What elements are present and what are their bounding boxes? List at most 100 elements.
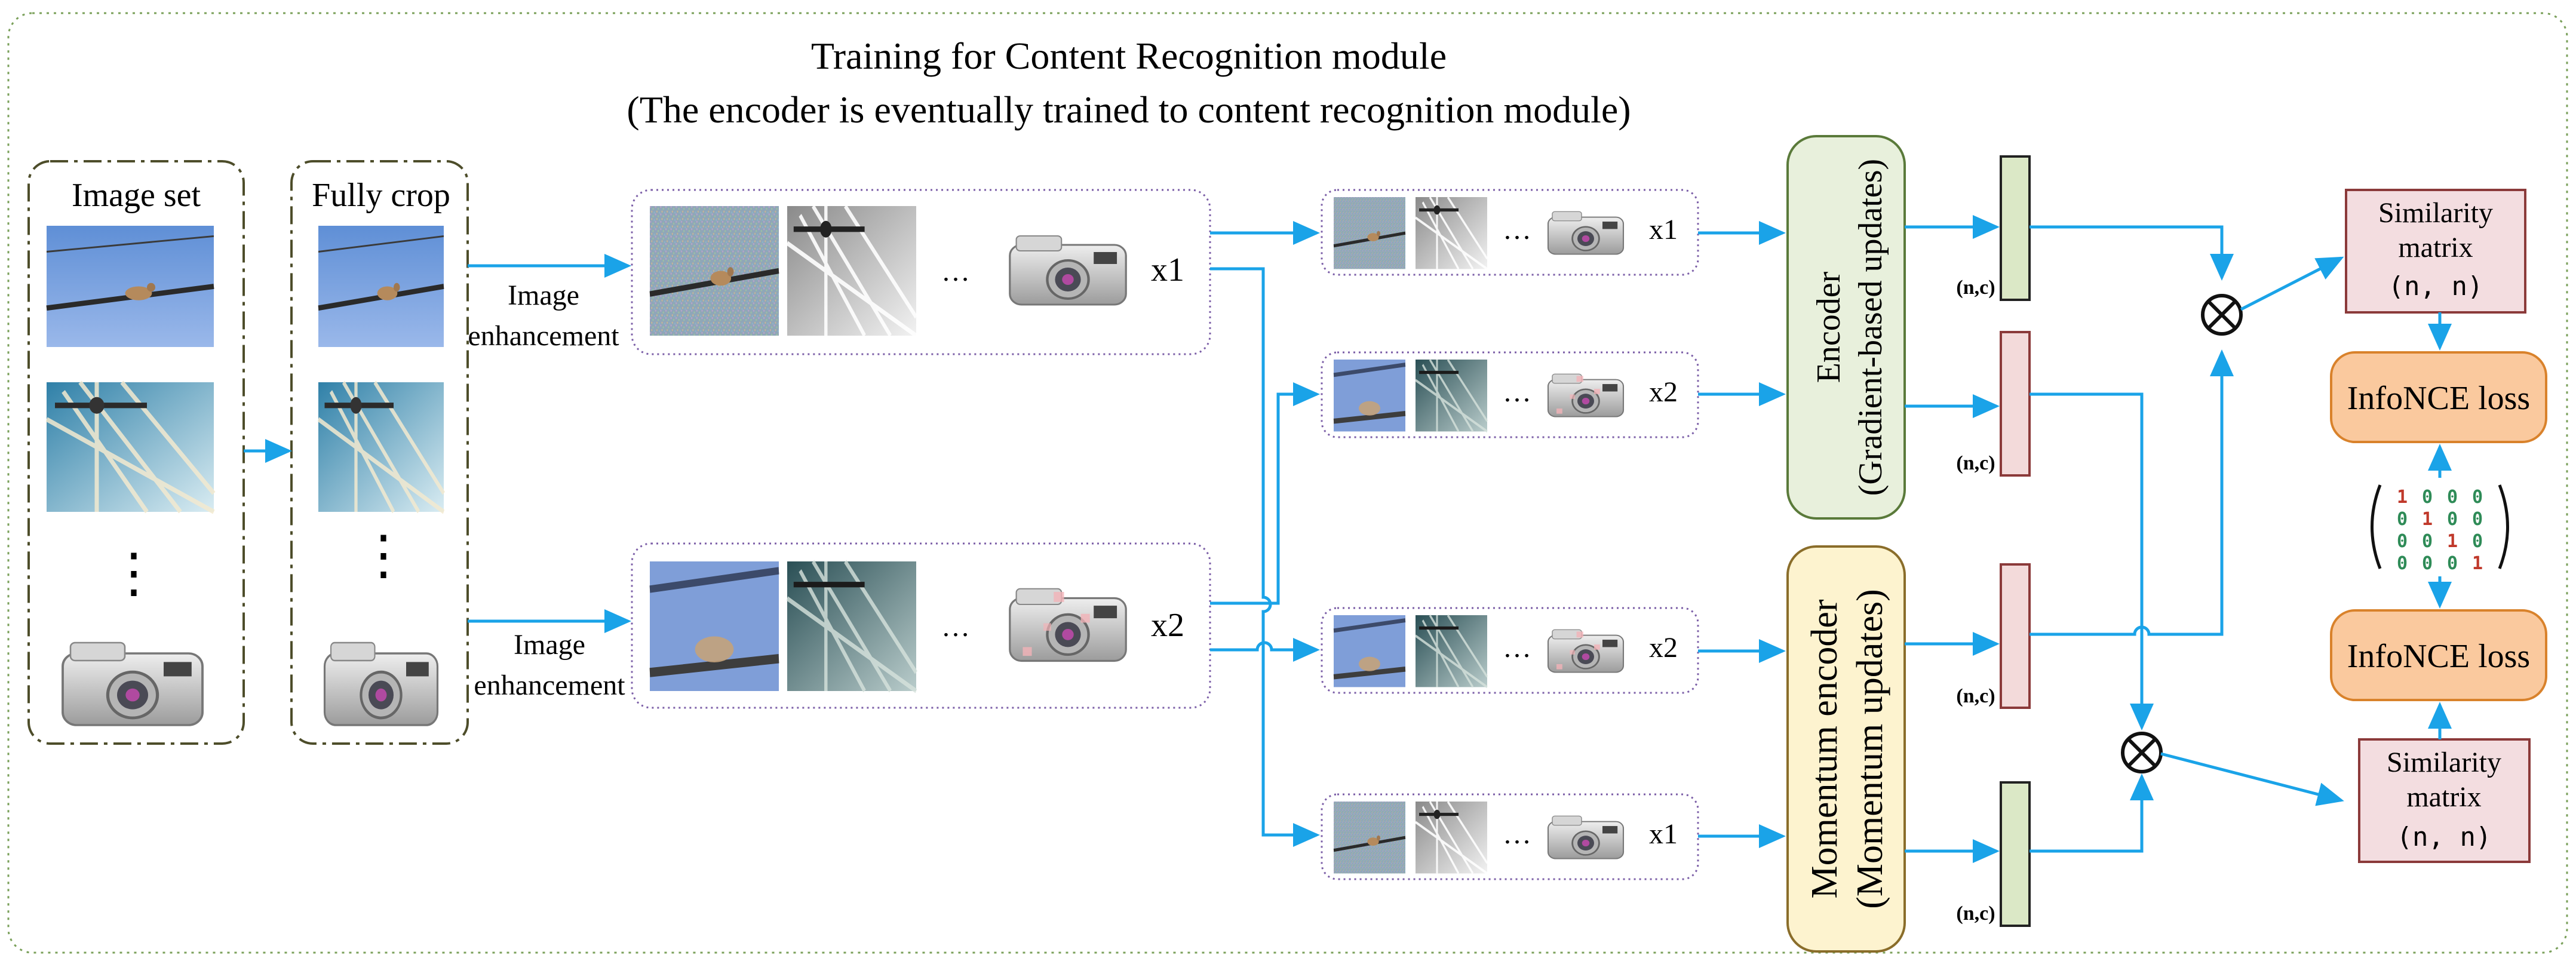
batch-3-camera [1548, 630, 1623, 672]
flow-feature-1-to-op-top [2030, 225, 2234, 281]
encoder-label: Encoder [1810, 271, 1847, 383]
identity-left-bracket [2371, 484, 2382, 569]
identity-matrix-cell: 0 [2397, 531, 2408, 552]
aug-box-bottom [631, 542, 1211, 709]
route-bottom-to-batch-3 [1210, 638, 1320, 662]
encoder-block [1786, 135, 1906, 520]
similarity-top-shape: (n, n) [2388, 271, 2483, 302]
momentum-encoder-sublabel: (Momentum updates) [1850, 589, 1890, 909]
arrow-op-bottom-to-similarity [2160, 752, 2344, 806]
outer-frame [7, 12, 2568, 954]
title-line-1: Training for Content Recognition module [811, 35, 1447, 77]
fully-crop-wheel-image [318, 382, 444, 512]
feature-3-shape: (n,c) [1956, 685, 1995, 707]
similarity-top-line-1: Similarity [2378, 197, 2493, 229]
identity-matrix-cell: 0 [2422, 531, 2433, 552]
image-set-ellipsis: ⋮ [107, 544, 161, 603]
batch-4-thumb-a [1334, 802, 1405, 873]
fully-crop-label: Fully crop [312, 177, 450, 214]
feature-4-shape: (n,c) [1956, 902, 1995, 925]
batch-2-thumb-a [1334, 360, 1405, 431]
feature-vector-4 [2000, 781, 2031, 927]
batch-2-ellipsis: … [1503, 376, 1531, 408]
momentum-encoder-label: Momentum encoder [1804, 599, 1845, 898]
batch-1-thumb-a [1334, 197, 1405, 269]
identity-matrix-cell: 1 [2447, 531, 2458, 552]
batch-box-2 [1321, 351, 1699, 438]
batch-3-thumb-b [1416, 615, 1487, 687]
aug-bottom-ellipsis: … [941, 611, 970, 643]
aug-top-camera-image [1010, 236, 1126, 305]
batch-1-ellipsis: … [1503, 214, 1531, 245]
aug-top-multiplier: x1 [1151, 251, 1184, 288]
batch-2-camera [1548, 374, 1623, 416]
batch-4-ellipsis: … [1503, 818, 1531, 850]
identity-matrix-cell: 1 [2422, 509, 2433, 530]
enhancement-bottom-line-2: enhancement [474, 670, 625, 701]
batch-3-multiplier: x2 [1649, 632, 1678, 664]
encoder-sublabel: (Gradient-based updates) [1852, 159, 1889, 496]
feature-1-shape: (n,c) [1956, 277, 1995, 299]
route-bottom-to-batch-2 [1210, 382, 1320, 605]
batch-2-thumb-b [1416, 360, 1487, 431]
feature-vector-2 [2000, 331, 2031, 477]
aug-top-ellipsis: … [941, 256, 970, 287]
identity-matrix-cell: 0 [2472, 531, 2483, 552]
batch-1-thumb-b [1416, 197, 1487, 269]
batch-2-multiplier: x2 [1649, 376, 1678, 408]
batch-4-multiplier: x1 [1649, 818, 1678, 850]
aug-bottom-bird-zoom-image [650, 561, 779, 691]
fully-crop-ellipsis: ⋮ [357, 526, 410, 585]
arrow-op-top-to-similarity [2240, 256, 2344, 311]
batch-1-camera [1547, 210, 1625, 256]
infonce-loss-bottom-label: InfoNCE loss [2347, 638, 2530, 675]
aug-bottom-camera-image [1010, 589, 1126, 661]
identity-matrix-cell: 0 [2447, 487, 2458, 508]
image-set-bird-image [47, 226, 214, 347]
infonce-loss-top-label: InfoNCE loss [2347, 380, 2530, 417]
identity-matrix-cell: 1 [2472, 553, 2483, 574]
feature-2-shape: (n,c) [1956, 452, 1995, 474]
identity-matrix-cell: 0 [2447, 509, 2458, 530]
similarity-top-line-2: matrix [2398, 232, 2473, 263]
aug-bottom-wheel-teal-image [787, 561, 916, 691]
identity-matrix-cell: 1 [2397, 487, 2408, 508]
identity-matrix-cell: 0 [2472, 509, 2483, 530]
identity-matrix-cell: 0 [2422, 553, 2433, 574]
identity-right-bracket [2498, 484, 2509, 569]
aug-box-top [631, 189, 1211, 355]
identity-matrix-cell: 0 [2472, 487, 2483, 508]
batch-3-ellipsis: … [1503, 632, 1531, 664]
flow-feature-2-to-op-bottom [2030, 392, 2154, 730]
fully-crop-bird-image [318, 226, 444, 347]
batch-box-1 [1321, 189, 1699, 276]
aug-bottom-multiplier: x2 [1151, 607, 1184, 644]
momentum-encoder-block [1786, 545, 1906, 953]
multiply-operator-top [2201, 294, 2243, 336]
enhancement-bottom-line-1: Image [514, 629, 585, 661]
identity-matrix-cell: 0 [2397, 509, 2408, 530]
similarity-matrix-bottom [2358, 738, 2531, 863]
image-set-label: Image set [72, 177, 201, 214]
similarity-bottom-shape: (n, n) [2397, 822, 2492, 852]
feature-vector-3 [2000, 563, 2031, 709]
identity-matrix-cell: 0 [2397, 553, 2408, 574]
infonce-loss-top [2330, 351, 2547, 443]
similarity-matrix-top [2345, 189, 2526, 314]
aug-top-bird-noise-image [650, 206, 779, 336]
similarity-bottom-line-2: matrix [2406, 781, 2481, 813]
route-top-to-batch-4 [1210, 267, 1320, 847]
enhancement-top-line-2: enhancement [468, 320, 619, 352]
identity-matrix-cell: 0 [2447, 553, 2458, 574]
similarity-bottom-line-1: Similarity [2387, 747, 2501, 778]
enhancement-top-line-1: Image [508, 280, 579, 311]
identity-matrix-cell: 0 [2422, 487, 2433, 508]
image-set-camera-image [63, 643, 202, 725]
multiply-operator-bottom [2121, 732, 2163, 773]
batch-4-camera [1547, 815, 1625, 859]
title-line-2: (The encoder is eventually trained to co… [627, 88, 1631, 131]
batch-3-thumb-a [1334, 615, 1405, 687]
image-set-wheel-image [47, 382, 214, 512]
fully-crop-camera-image [325, 643, 438, 725]
